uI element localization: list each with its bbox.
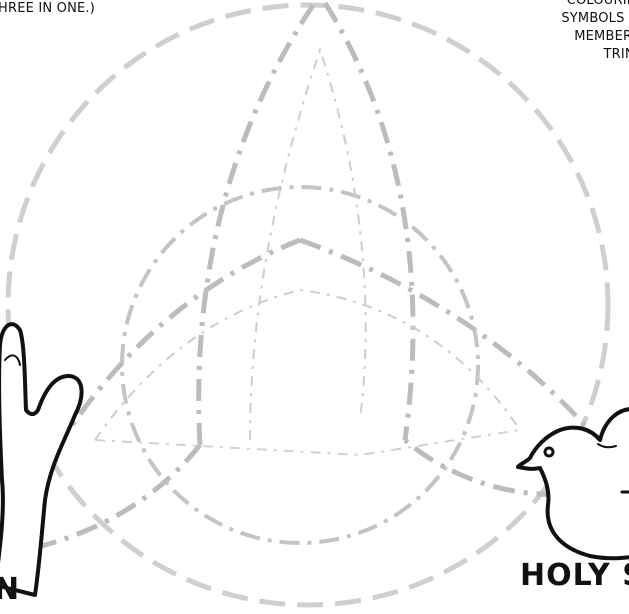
blessing-hand-icon — [0, 324, 82, 595]
top-right-note-line: COLOURING — [561, 0, 629, 10]
top-right-note-line: TRINIT — [561, 46, 629, 64]
holy-spirit-label: HOLY S — [520, 558, 629, 593]
top-right-note: COLOURING SYMBOLS OF MEMBER O TRINIT — [561, 0, 629, 64]
top-right-note-line: MEMBER O — [561, 28, 629, 46]
guide-left-inner — [95, 290, 520, 440]
outer-circle — [8, 5, 608, 605]
triquetra-top-loop — [199, 0, 413, 445]
top-left-note: HREE IN ONE.) — [0, 0, 95, 18]
top-right-note-line: SYMBOLS OF — [561, 10, 629, 28]
son-label: N — [0, 572, 20, 607]
dove-icon — [518, 409, 629, 558]
